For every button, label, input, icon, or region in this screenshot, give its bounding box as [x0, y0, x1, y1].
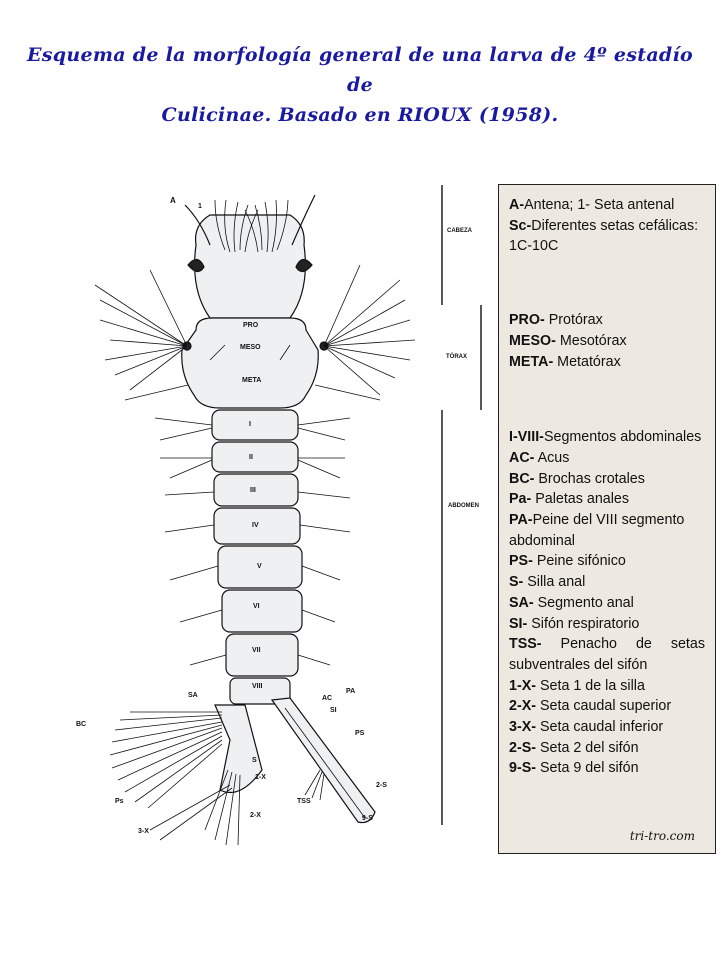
legend-item: AC- Acus [509, 449, 570, 466]
legend-group-head: A-Antena; 1- Seta antenal Sc-Diferentes … [509, 195, 705, 257]
label-3x: 3-X [138, 828, 149, 835]
label-1: 1 [198, 203, 202, 210]
label-seg-vii: VII [252, 647, 261, 654]
legend-item: 3-X- Seta caudal inferior [509, 719, 664, 736]
label-pa: PA [346, 688, 355, 695]
legend-item: Pa- Paletas anales [509, 491, 630, 508]
label-ps: PS [355, 730, 365, 737]
larva-diagram: CABEZA TÓRAX ABDOMEN A 1 PRO MESO META I… [76, 185, 482, 846]
legend-item: BC- Brochas crotales [509, 470, 645, 487]
label-ac: AC [322, 695, 332, 702]
legend-item: PRO- Protórax [509, 312, 603, 329]
label-si: SI [330, 707, 337, 714]
legend-item: SI- Sifón respiratorio [509, 615, 640, 632]
title-line-1: Esquema de la morfología general de una … [26, 44, 694, 96]
label-seg-vi: VI [253, 603, 260, 610]
legend-item: TSS- Penacho de setas subventrales del s… [509, 636, 705, 673]
legend-box: A-Antena; 1- Seta antenal Sc-Diferentes … [498, 184, 716, 854]
label-seg-iii: III [250, 487, 256, 494]
label-torax: TÓRAX [446, 352, 467, 360]
label-meta: META [242, 377, 261, 384]
label-meso: MESO [240, 344, 261, 351]
label-2x: 2-X [250, 812, 261, 819]
legend-item: SA- Segmento anal [509, 594, 634, 611]
legend-group-abdomen: I-VIII-Segmentos abdominales AC- Acus BC… [509, 427, 705, 779]
label-9s: 9-S [362, 815, 373, 822]
legend-item: S- Silla anal [509, 574, 586, 591]
label-cabeza: CABEZA [447, 228, 473, 234]
label-tss: TSS [297, 798, 311, 805]
label-seg-iv: IV [252, 522, 259, 529]
legend-item: 2-X- Seta caudal superior [509, 698, 672, 715]
label-ps-small: Ps [115, 798, 124, 805]
legend-item: MESO- Mesotórax [509, 332, 627, 349]
label-seg-v: V [257, 563, 262, 570]
legend-item: Sc-Diferentes setas cefálicas: 1C-10C [509, 217, 699, 255]
legend-item: 9-S- Seta 9 del sifón [509, 760, 639, 777]
legend-item: PS- Peine sifónico [509, 553, 626, 570]
legend-item: A-Antena; 1- Seta antenal [509, 197, 675, 213]
label-bc: BC [76, 721, 86, 728]
legend-item: META- Metatórax [509, 353, 621, 370]
label-seg-ii: II [249, 454, 253, 461]
legend-item: 1-X- Seta 1 de la silla [509, 677, 645, 694]
title-line-2: Culicinae. Basado en RIOUX (1958). [161, 104, 559, 126]
label-a: A [170, 196, 176, 205]
credit-text: tri-tro.com [629, 829, 695, 844]
page-title: Esquema de la morfología general de una … [20, 40, 700, 130]
label-s: S [252, 757, 257, 764]
label-1x: 1-X [255, 774, 266, 781]
label-sa: SA [188, 692, 198, 699]
label-pro: PRO [243, 322, 259, 329]
legend-item: 2-S- Seta 2 del sifón [509, 739, 639, 756]
label-2s: 2-S [376, 782, 387, 789]
legend-group-thorax: PRO- Protórax MESO- Mesotórax META- Meta… [509, 310, 705, 372]
label-abdomen: ABDOMEN [448, 503, 479, 509]
legend-item: PA-Peine del VIII segmento abdominal [509, 512, 685, 549]
legend-item: I-VIII-Segmentos abdominales [509, 429, 702, 446]
label-seg-i: I [249, 421, 251, 428]
label-seg-viii: VIII [252, 683, 263, 690]
